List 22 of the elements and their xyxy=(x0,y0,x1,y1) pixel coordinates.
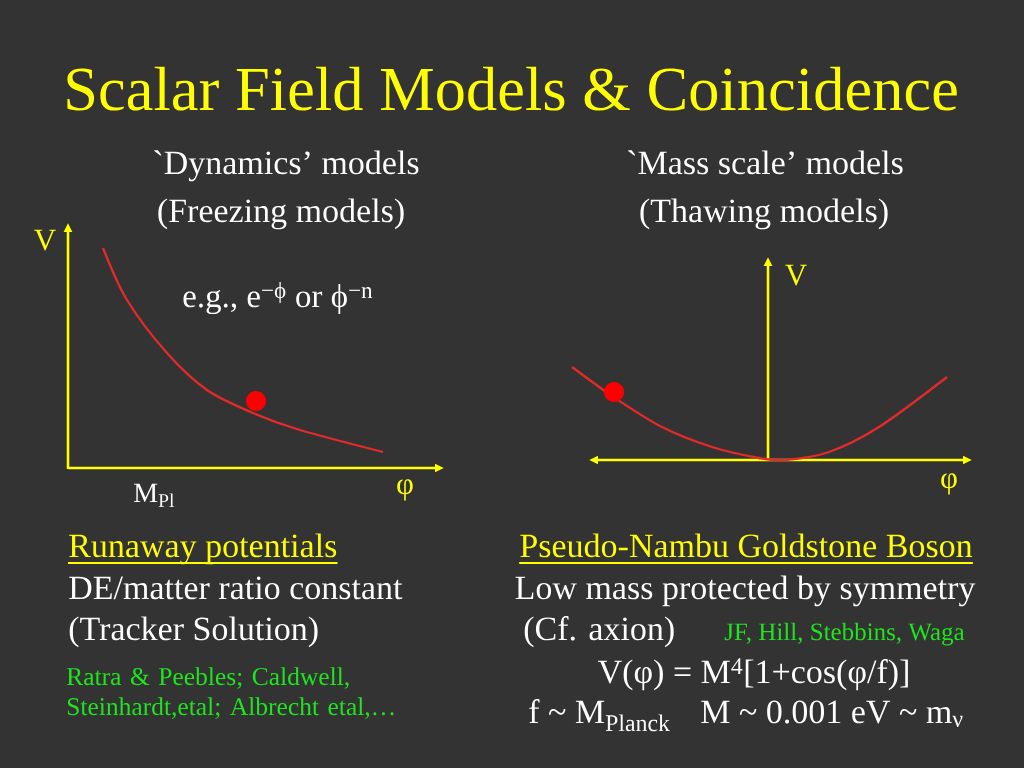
heading: `Mass scale’ models xyxy=(628,150,903,175)
slide-title: Scalar Field Models & Coincidence xyxy=(67,66,957,111)
text-line: DE/matter ratio constant xyxy=(69,576,403,600)
text-line: (Tracker Solution) xyxy=(69,616,318,648)
axis-label: φ xyxy=(397,479,413,501)
heading: Pseudo-Nambu Goldstone Boson xyxy=(518,533,974,564)
citation: JF, Hill, Stebbins, Waga xyxy=(724,622,965,646)
text-line: (Cf. axion) xyxy=(524,616,674,648)
formula: M ~ 0.001 eV ~ m$_{ν}$ xyxy=(701,700,963,727)
heading: (Thawing models) xyxy=(640,198,888,230)
heading: Runaway potentials xyxy=(67,533,339,565)
axis-label: V xyxy=(34,229,56,251)
axis-label: φ xyxy=(941,473,957,495)
axis-label: V xyxy=(785,264,807,286)
text-line: Low mass protected by symmetry xyxy=(515,575,976,607)
formula: V(φ) = M$^{4}$[1+cos(φ/f)] xyxy=(598,658,908,691)
formula: e.g., e$^{−ϕ}$ or ϕ$^{−n}$ xyxy=(183,281,373,315)
heading: (Freezing models) xyxy=(158,198,404,230)
citation: Ratra & Peebles; Caldwell, Steinhardt,etal; Albrecht etal,… xyxy=(66,667,394,719)
axis-label: M$_{Pl}$ xyxy=(134,483,175,508)
formula: f ~ M$_{Planck}$ xyxy=(529,699,670,732)
heading: `Dynamics’ models xyxy=(154,150,419,182)
